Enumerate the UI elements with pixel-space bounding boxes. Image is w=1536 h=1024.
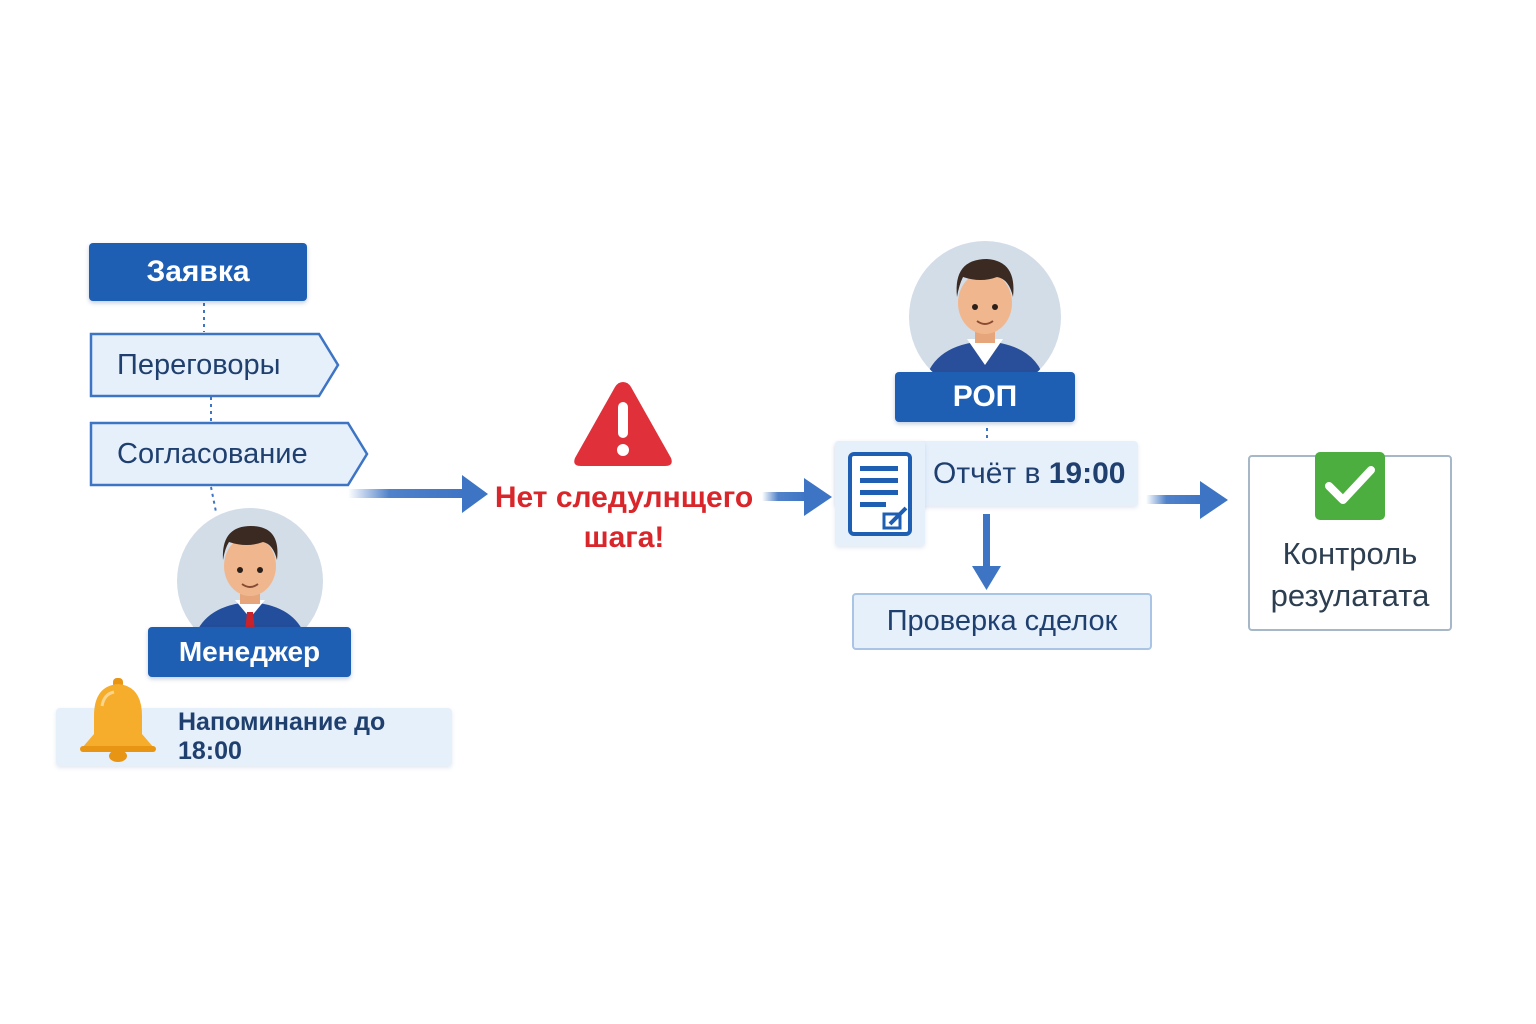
rop-role-badge: РОП — [895, 372, 1075, 422]
result-label: Контроль резулатата — [1250, 533, 1450, 617]
step-label: Согласование — [117, 437, 308, 470]
report-prefix: Отчёт в — [933, 456, 1049, 490]
reminder-text: Напоминание до 18:00 — [178, 708, 386, 765]
person-icon — [923, 259, 1047, 393]
bell-icon — [80, 678, 156, 762]
arrow-to-check-deals — [972, 514, 1001, 590]
warning-line-2: шага! — [583, 521, 665, 554]
dotted-connector — [210, 486, 217, 513]
check-icon — [1315, 452, 1385, 520]
warning-line-1: Нет следулнщего — [494, 481, 754, 514]
no-next-step-warning: Нет следулнщего шага! — [488, 478, 760, 558]
result-line-1: Контроль — [1282, 536, 1418, 571]
pipeline-title: Заявка — [89, 243, 307, 301]
arrow-to-warning — [348, 475, 488, 513]
step-label: Переговоры — [117, 348, 281, 381]
pipeline-step-approval: Согласование — [89, 421, 370, 487]
document-icon — [848, 452, 912, 536]
report-time: 19:00 — [1048, 456, 1126, 490]
arrow-to-report — [762, 478, 832, 516]
step-chevron-shape — [89, 421, 369, 487]
rop-avatar — [909, 241, 1061, 393]
step-chevron-shape — [89, 332, 340, 398]
check-deals-box: Проверка сделок — [852, 593, 1152, 650]
result-card: Контроль резулатата — [1248, 452, 1452, 631]
report-time-text: Отчёт в 19:00 — [933, 441, 1125, 506]
arrow-to-result — [1146, 481, 1228, 519]
manager-role-badge: Менеджер — [148, 627, 351, 677]
warning-triangle-icon — [574, 382, 672, 466]
result-line-2: резулатата — [1270, 578, 1430, 613]
pipeline-step-negotiations: Переговоры — [89, 332, 341, 398]
